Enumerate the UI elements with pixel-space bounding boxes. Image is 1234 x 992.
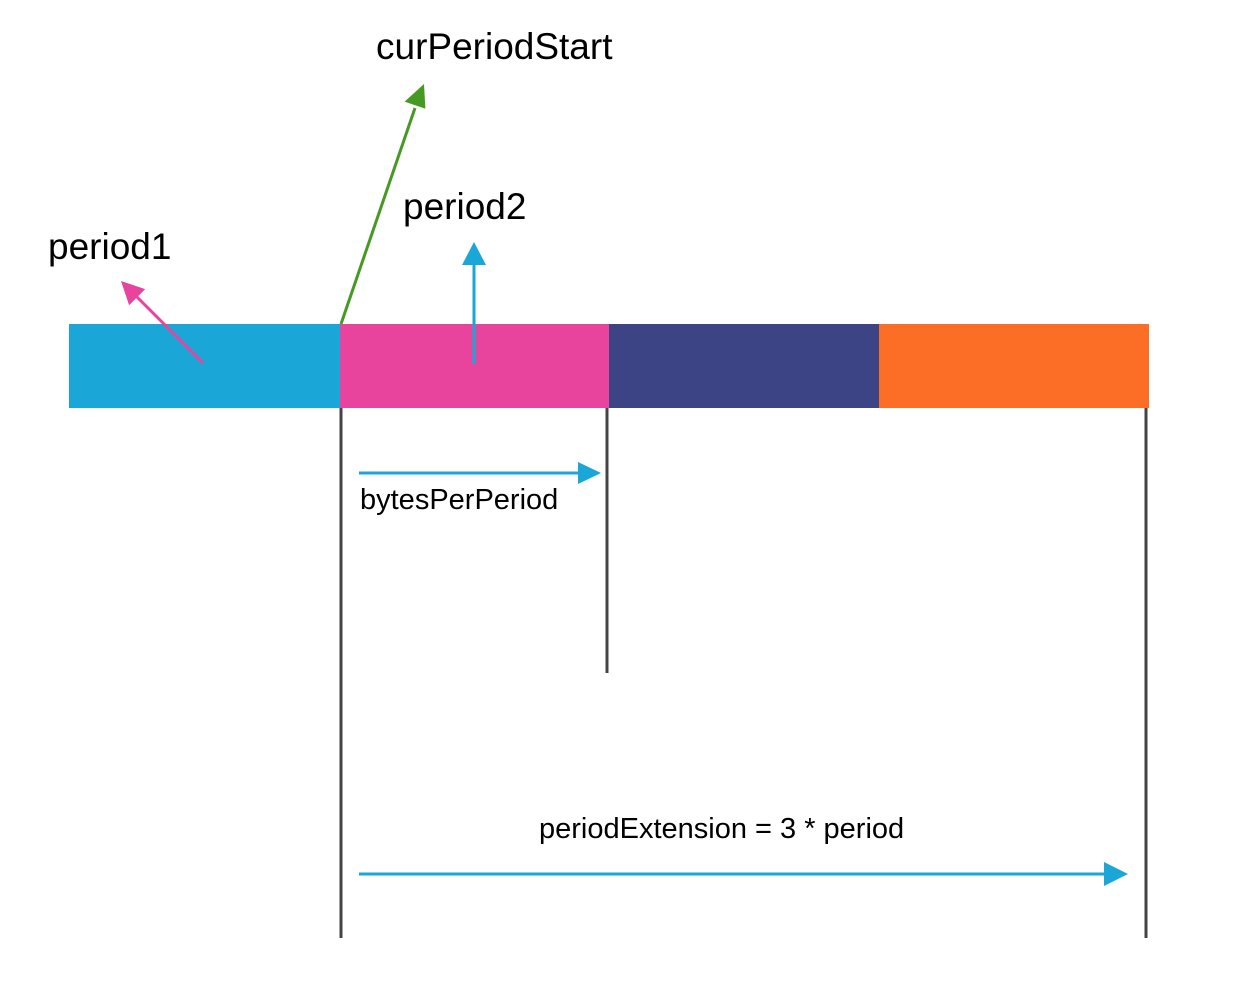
period1-label: period1 — [48, 226, 172, 267]
bytes-per-period-arrow-head — [578, 462, 601, 484]
period-extension-label: periodExtension = 3 * period — [539, 813, 905, 845]
cur-period-start-arrow-head — [404, 84, 426, 109]
period-extension-arrow-head — [1104, 862, 1128, 886]
bar-segment-period1 — [69, 324, 340, 408]
cur-period-start-arrow-shaft — [339, 107, 417, 325]
cur-period-start-label: curPeriodStart — [376, 26, 613, 67]
period1-arrow-head — [121, 281, 146, 306]
period2-arrow-head — [462, 242, 486, 265]
bytes-per-period-label: bytesPerPeriod — [360, 484, 559, 516]
period2-label: period2 — [403, 186, 527, 227]
bar-segment-period3 — [609, 324, 879, 408]
period1-arrow-shaft — [135, 295, 205, 365]
bar-segment-period4 — [879, 324, 1149, 408]
